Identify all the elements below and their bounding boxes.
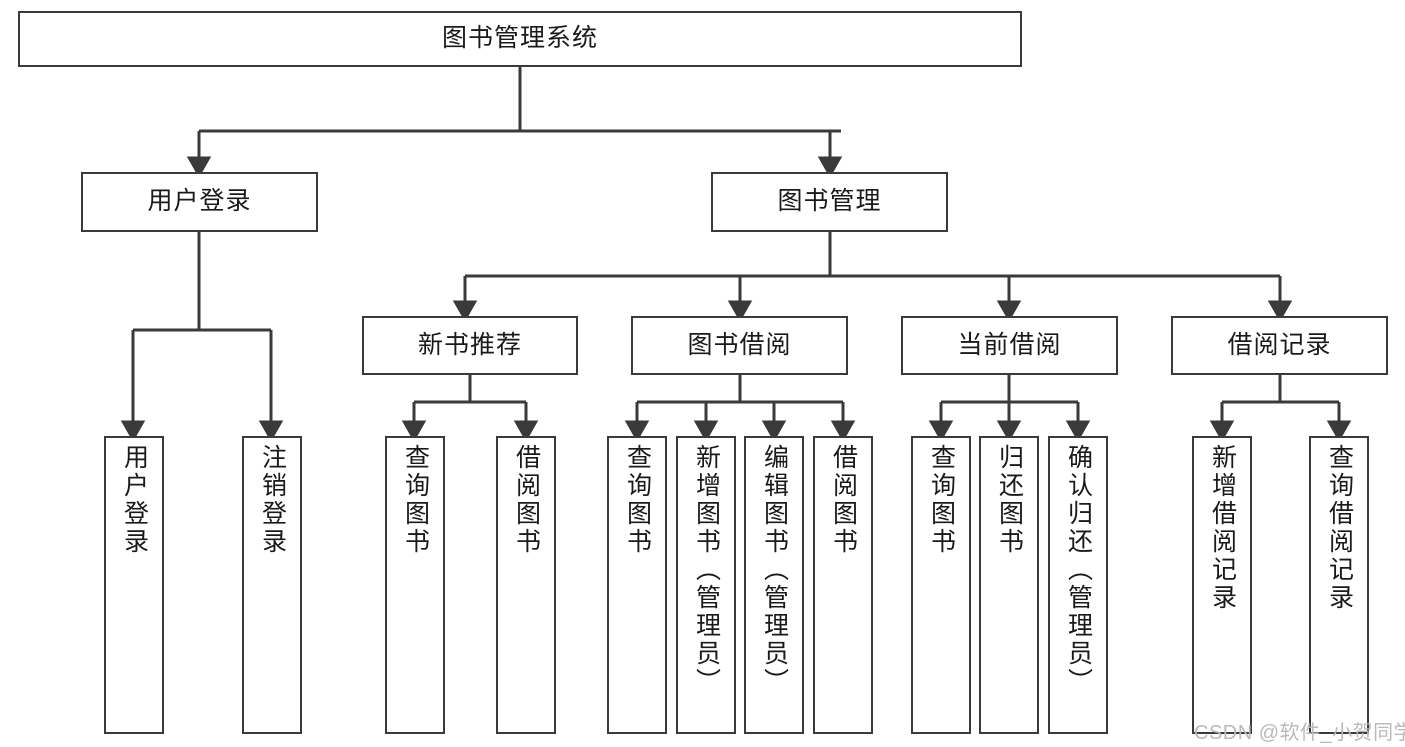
leaf-label: 注销登录 bbox=[258, 444, 287, 556]
leaf-label: 借阅图书 bbox=[512, 444, 541, 556]
leaf-label: 查询图书 bbox=[927, 444, 956, 556]
leaf-label: 新增借阅记录 bbox=[1208, 444, 1237, 612]
leaf-label: 编辑图书（管理员） bbox=[760, 444, 789, 696]
node-new-book-recommend[interactable]: 新书推荐 bbox=[362, 316, 578, 375]
leaf-query-borrow-record[interactable]: 查询借阅记录 bbox=[1309, 436, 1369, 734]
leaf-user-login[interactable]: 用户登录 bbox=[104, 436, 164, 734]
leaf-return-book[interactable]: 归还图书 bbox=[979, 436, 1039, 734]
leaf-query-book-current[interactable]: 查询图书 bbox=[911, 436, 971, 734]
leaf-edit-book-admin[interactable]: 编辑图书（管理员） bbox=[744, 436, 804, 734]
leaf-query-book-borrow[interactable]: 查询图书 bbox=[607, 436, 667, 734]
node-borrow-record[interactable]: 借阅记录 bbox=[1171, 316, 1388, 375]
leaf-label: 查询借阅记录 bbox=[1325, 444, 1354, 612]
leaf-borrow-book[interactable]: 借阅图书 bbox=[813, 436, 873, 734]
leaf-label: 查询图书 bbox=[401, 444, 430, 556]
node-current-borrow[interactable]: 当前借阅 bbox=[901, 316, 1118, 375]
leaf-query-book-recommend[interactable]: 查询图书 bbox=[385, 436, 445, 734]
leaf-add-book-admin[interactable]: 新增图书（管理员） bbox=[676, 436, 736, 734]
node-user-login[interactable]: 用户登录 bbox=[81, 172, 318, 232]
leaf-label: 借阅图书 bbox=[829, 444, 858, 556]
leaf-label: 归还图书 bbox=[995, 444, 1024, 556]
leaf-label: 确认归还（管理员） bbox=[1064, 444, 1093, 696]
leaf-label: 新增图书（管理员） bbox=[692, 444, 721, 696]
leaf-label: 查询图书 bbox=[623, 444, 652, 556]
leaf-label: 用户登录 bbox=[120, 444, 149, 556]
node-book-management[interactable]: 图书管理 bbox=[711, 172, 948, 232]
leaf-logout[interactable]: 注销登录 bbox=[242, 436, 302, 734]
node-root-system[interactable]: 图书管理系统 bbox=[18, 11, 1022, 67]
watermark-text: CSDN @软件_小贺同学 bbox=[1194, 722, 1405, 744]
leaf-borrow-book-recommend[interactable]: 借阅图书 bbox=[496, 436, 556, 734]
leaf-add-borrow-record[interactable]: 新增借阅记录 bbox=[1192, 436, 1252, 734]
leaf-confirm-return-admin[interactable]: 确认归还（管理员） bbox=[1048, 436, 1108, 734]
node-book-borrow[interactable]: 图书借阅 bbox=[631, 316, 848, 375]
